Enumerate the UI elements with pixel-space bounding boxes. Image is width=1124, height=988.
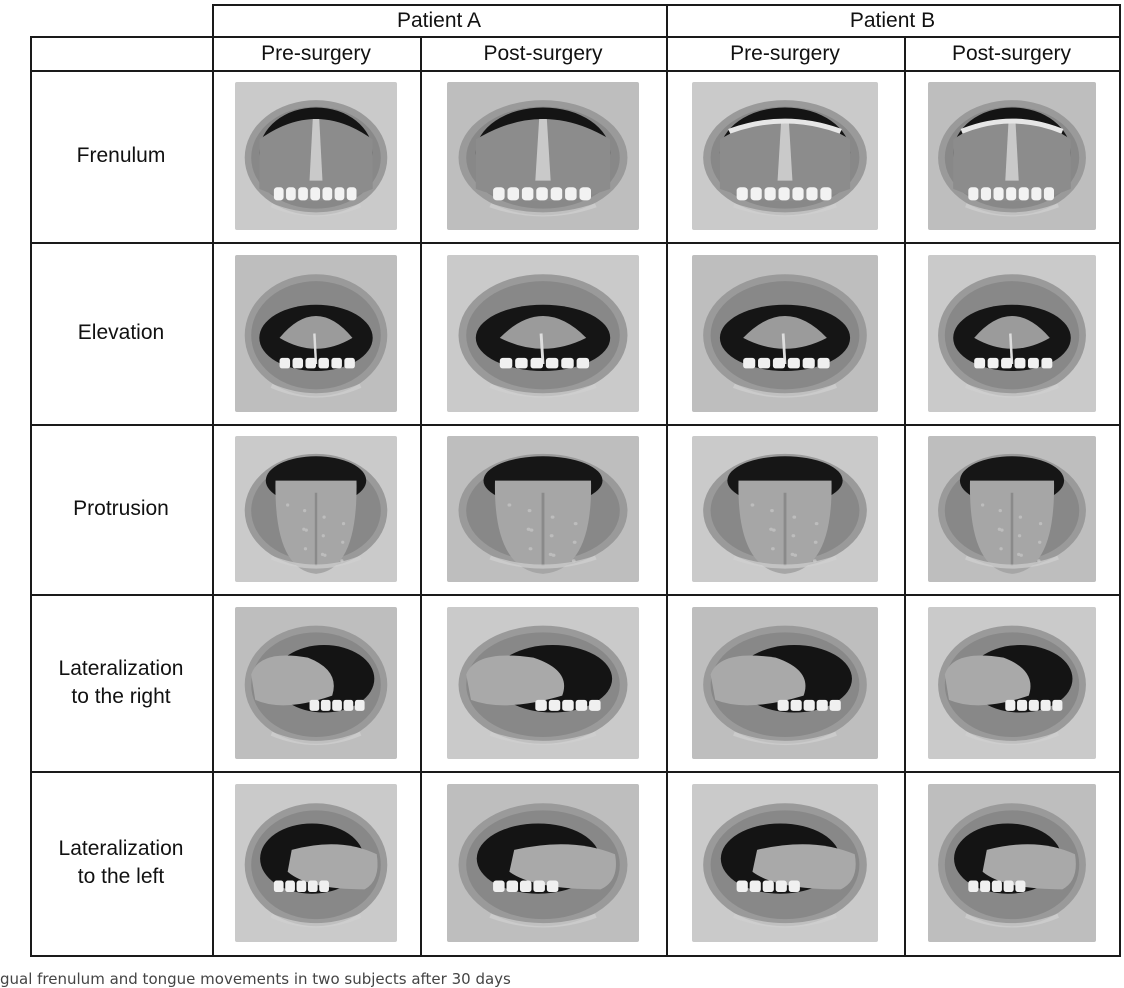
patient-header: Patient B xyxy=(849,8,936,32)
column-header: Pre-surgery xyxy=(730,41,840,65)
mouth-photo xyxy=(235,606,397,759)
mouth-photo xyxy=(927,436,1096,582)
mouth-photo xyxy=(692,436,878,582)
mouth-photo xyxy=(235,254,397,412)
mouth-photo xyxy=(235,82,397,230)
row-label: Elevation xyxy=(77,321,165,344)
column-header: Post-surgery xyxy=(483,41,603,65)
row-label: Frenulum xyxy=(76,144,166,167)
mouth-photo xyxy=(235,784,397,942)
row-label: Protrusion xyxy=(73,497,169,520)
mouth-photo xyxy=(927,606,1096,759)
table-rule xyxy=(30,424,1119,426)
mouth-photo xyxy=(927,82,1096,230)
figure-caption: gual frenulum and tongue movements in tw… xyxy=(0,970,511,988)
table-rule-vertical xyxy=(420,36,422,955)
table-rule xyxy=(30,70,1119,72)
table-rule-vertical xyxy=(666,4,668,957)
table-rule xyxy=(30,771,1119,773)
mouth-photo xyxy=(447,254,639,412)
mouth-photo xyxy=(692,82,878,230)
mouth-photo xyxy=(692,254,878,412)
mouth-photo xyxy=(927,784,1096,942)
mouth-photo xyxy=(447,784,639,942)
mouth-photo xyxy=(692,784,878,942)
mouth-photo xyxy=(692,606,878,759)
table-rule-vertical xyxy=(212,4,214,957)
patient-header: Patient A xyxy=(396,8,482,32)
mouth-photo xyxy=(235,436,397,582)
row-label: Lateralization to the left xyxy=(58,837,184,888)
column-header: Pre-surgery xyxy=(261,41,371,65)
table-rule xyxy=(30,594,1119,596)
table-rule xyxy=(30,36,1119,38)
column-header: Post-surgery xyxy=(951,41,1072,65)
mouth-photo xyxy=(447,436,639,582)
table-rule xyxy=(30,955,1119,957)
table-border-top xyxy=(212,4,1119,6)
mouth-photo xyxy=(927,254,1096,412)
mouth-photo xyxy=(447,606,639,759)
table-rule xyxy=(30,242,1119,244)
table-border-left xyxy=(30,36,32,957)
mouth-photo xyxy=(447,82,639,230)
table-border-right xyxy=(1119,4,1121,957)
row-label: Lateralization to the right xyxy=(58,656,184,708)
table-rule-vertical xyxy=(904,36,906,955)
